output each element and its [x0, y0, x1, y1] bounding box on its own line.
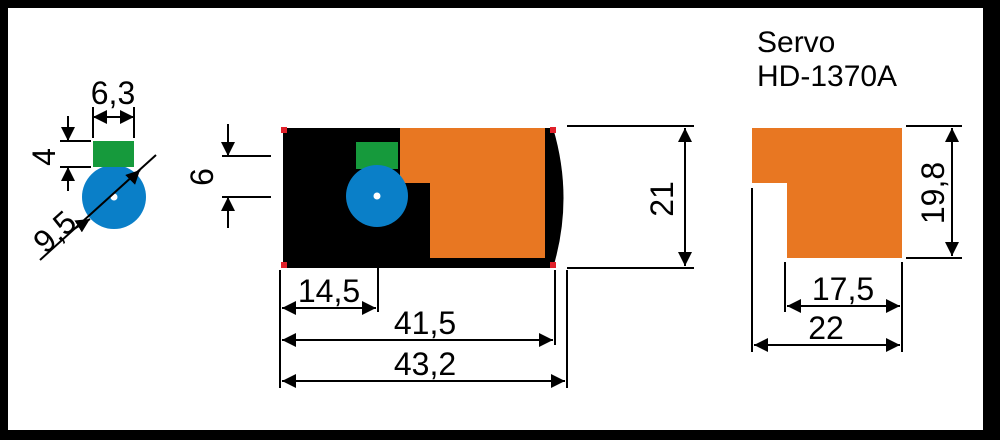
dim-shaft-offset-length: 14,5: [298, 273, 360, 309]
spline-block: [356, 142, 398, 169]
gear-cover: [400, 128, 545, 258]
side-view: 6 21 14,5 41,5 43,2: [184, 124, 694, 388]
corner-marker: [281, 262, 287, 268]
corner-marker: [550, 127, 556, 133]
dim-spline-height: 4: [26, 148, 62, 166]
dim-spline-width: 6,3: [91, 75, 135, 111]
corner-marker: [281, 127, 287, 133]
dim-end-total-width: 22: [808, 310, 844, 346]
diameter-arrow: [73, 218, 91, 233]
dim-body-length: 41,5: [394, 305, 456, 341]
dim-end-inner-width: 17,5: [812, 271, 874, 307]
diameter-arrow: [125, 169, 141, 185]
dim-shaft-offset-height: 6: [184, 168, 220, 186]
dim-end-height: 19,8: [915, 162, 951, 224]
end-view-body: [752, 128, 902, 258]
horn-center-hole: [373, 192, 381, 200]
dim-body-height: 21: [644, 181, 680, 217]
title-line-2: HD-1370A: [757, 60, 897, 93]
title-line-1: Servo: [757, 26, 835, 59]
top-view: 6,3 4 9,5: [26, 75, 157, 261]
spline-block: [93, 141, 134, 167]
end-view: 19,8 17,5 22: [751, 125, 962, 352]
dim-overall-length: 43,2: [394, 346, 456, 382]
corner-marker: [550, 262, 556, 268]
